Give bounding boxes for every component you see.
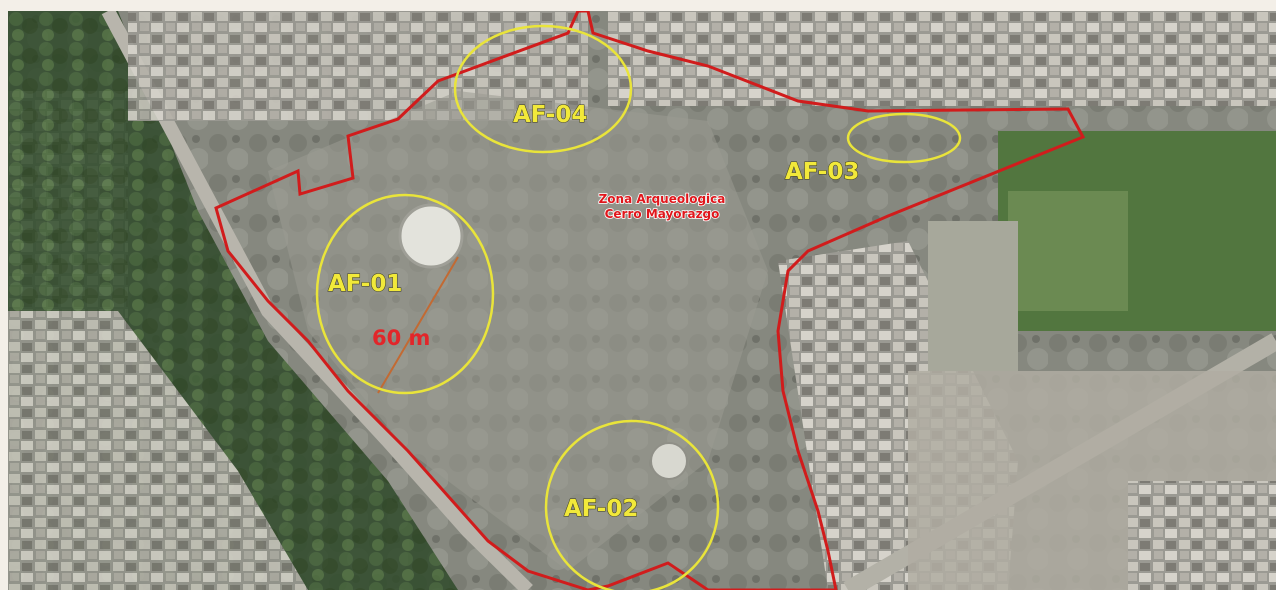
zone-label-line1: Zona Arqueologica — [599, 192, 726, 206]
site-circle-af-04[interactable] — [453, 24, 633, 154]
satellite-map: AF-01 AF-02 AF-03 AF-04 Zona Arqueologic… — [8, 11, 1276, 590]
water-tank-south — [650, 442, 688, 480]
avenue-west — [101, 11, 533, 590]
site-circle-af-01[interactable] — [315, 193, 495, 395]
site-label-af-04: AF-04 — [513, 102, 587, 128]
zone-boundary — [214, 11, 1086, 590]
hill-core — [268, 91, 768, 571]
lawn-east — [1008, 191, 1128, 311]
site-circle-af-03[interactable] — [846, 112, 962, 164]
urban-block-southeast — [1128, 481, 1276, 590]
radius-line — [377, 256, 459, 394]
site-label-af-01: AF-01 — [328, 271, 402, 297]
water-tank-north — [398, 203, 464, 269]
sports-field-east — [928, 221, 1018, 371]
site-circle-af-02[interactable] — [544, 419, 720, 590]
site-label-af-02: AF-02 — [564, 496, 638, 522]
urban-block-northeast — [608, 11, 1276, 106]
site-label-af-03: AF-03 — [785, 159, 859, 185]
urban-block-southwest — [8, 311, 308, 590]
distance-label: 60 m — [372, 326, 430, 350]
zone-label-line2: Cerro Mayorazgo — [605, 207, 720, 221]
map-canvas: AF-01 AF-02 AF-03 AF-04 Zona Arqueologic… — [8, 11, 1276, 590]
